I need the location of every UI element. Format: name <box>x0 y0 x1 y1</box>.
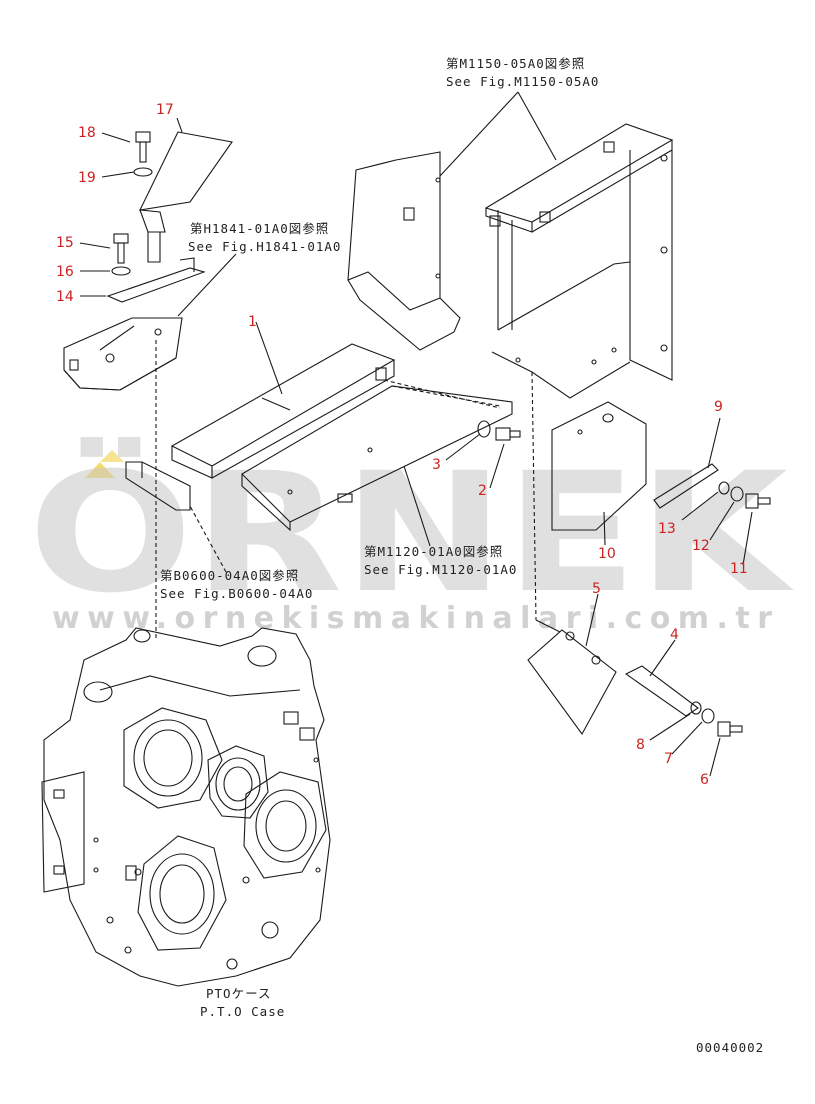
ref-b0600-en: See Fig.B0600-04A0 <box>160 586 313 601</box>
watermark-accent-triangle <box>85 462 115 478</box>
plate-14 <box>106 257 206 303</box>
cover-1 <box>170 343 396 479</box>
reference-labels: 第M1150-05A0図参照 See Fig.M1150-05A0 第H1841… <box>160 56 764 1055</box>
washer-19 <box>133 167 153 177</box>
part-numbers: 17 18 19 15 16 14 1 3 2 9 13 10 12 11 5 … <box>56 102 748 788</box>
part-number-8: 8 <box>636 737 645 753</box>
part-number-12: 12 <box>692 538 710 554</box>
part-number-13: 13 <box>658 521 676 537</box>
bolt-6 <box>717 721 743 737</box>
washer-16 <box>111 266 131 276</box>
plate-5 <box>527 629 617 736</box>
ref-b0600-jp: 第B0600-04A0図参照 <box>160 568 299 583</box>
part-number-1: 1 <box>248 314 257 330</box>
part-number-9: 9 <box>714 399 723 415</box>
left-frame <box>347 151 461 351</box>
ref-h1841-en: See Fig.H1841-01A0 <box>188 239 341 254</box>
part-number-19: 19 <box>78 170 96 186</box>
bolt-15 <box>113 233 129 264</box>
lever-assembly <box>63 317 183 391</box>
part-number-6: 6 <box>700 772 709 788</box>
part-number-11: 11 <box>730 561 748 577</box>
bolt-2 <box>495 427 521 441</box>
bolt-18 <box>135 131 151 163</box>
right-frame <box>484 123 674 399</box>
watermark: ÖRNEK www.ornekismakinalari.com.tr <box>28 436 794 636</box>
part-number-14: 14 <box>56 289 74 305</box>
pto-case <box>41 627 331 987</box>
washer-12 <box>730 486 744 502</box>
bolt-11 <box>745 493 771 509</box>
part-number-7: 7 <box>664 751 673 767</box>
bracket-4 <box>624 665 699 717</box>
part-number-5: 5 <box>592 581 601 597</box>
part-number-16: 16 <box>56 264 74 280</box>
part-number-18: 18 <box>78 125 96 141</box>
part-number-3: 3 <box>432 457 441 473</box>
watermark-accent-triangle-2 <box>100 450 124 462</box>
ref-m1150-jp: 第M1150-05A0図参照 <box>446 56 585 71</box>
part-number-15: 15 <box>56 235 74 251</box>
ref-m1150-en: See Fig.M1150-05A0 <box>446 74 599 89</box>
part-number-2: 2 <box>478 483 487 499</box>
ref-m1120-en: See Fig.M1120-01A0 <box>364 562 517 577</box>
ref-m1120-jp: 第M1120-01A0図参照 <box>364 544 503 559</box>
plate-10 <box>551 401 647 531</box>
washer-13 <box>718 481 730 495</box>
washer-8 <box>690 701 702 715</box>
drawing-code: 00040002 <box>696 1040 764 1055</box>
part-number-10: 10 <box>598 546 616 562</box>
pto-label-jp: PTOケース <box>206 986 271 1001</box>
technical-drawing <box>41 91 771 987</box>
small-bracket <box>125 461 191 511</box>
part-number-4: 4 <box>670 627 679 643</box>
bracket-17 <box>139 131 233 263</box>
bracket-9 <box>653 463 719 509</box>
pto-label-en: P.T.O Case <box>200 1004 285 1019</box>
washer-3 <box>477 420 491 438</box>
part-number-17: 17 <box>156 102 174 118</box>
floor-plate <box>241 385 513 532</box>
ref-h1841-jp: 第H1841-01A0図参照 <box>190 221 329 236</box>
washer-7 <box>701 708 715 724</box>
